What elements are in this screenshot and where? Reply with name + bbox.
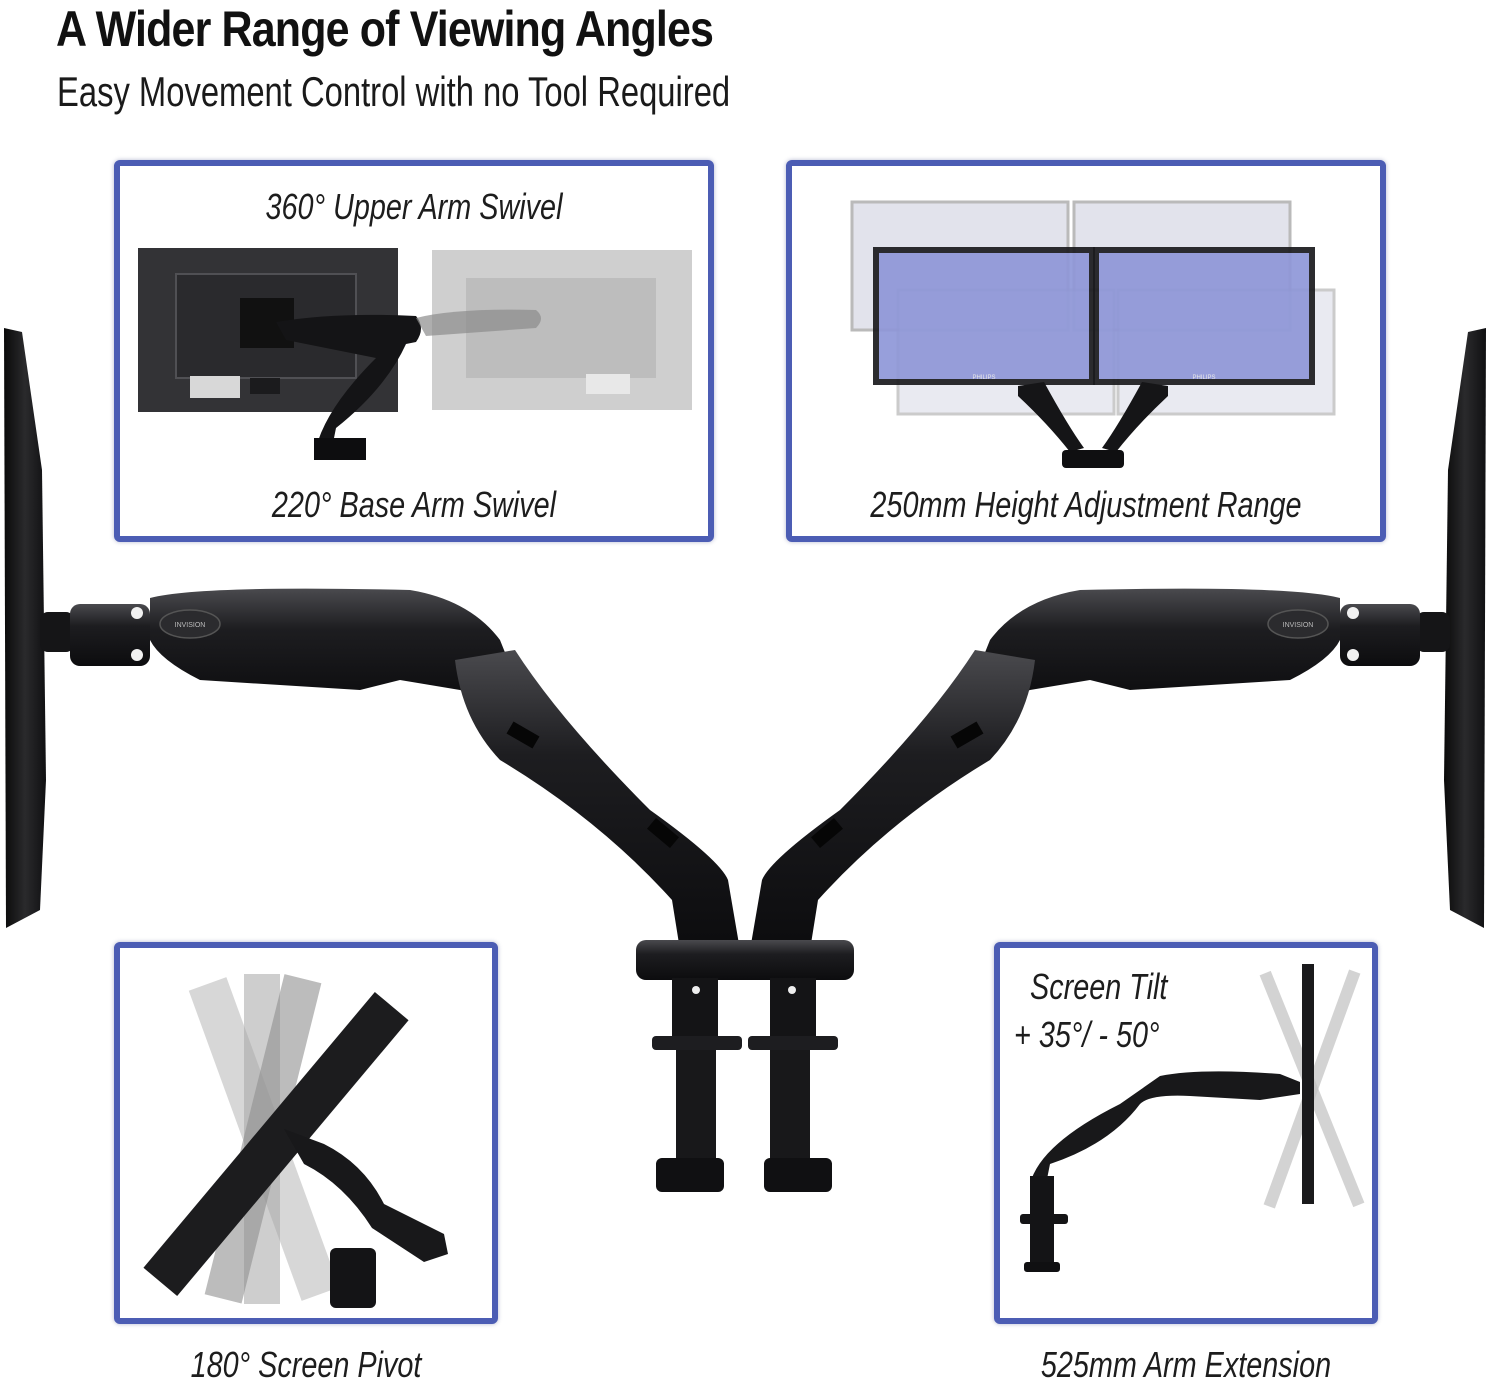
left-monitor-edge	[4, 328, 46, 928]
upper-arm-swivel-caption: 360° Upper Arm Swivel	[265, 186, 563, 227]
base-arm-swivel-caption: 220° Base Arm Swivel	[271, 484, 557, 525]
screen-pivot-caption: 180° Screen Pivot	[190, 1344, 422, 1385]
left-vesa-joint	[40, 604, 150, 666]
screen-tilt-caption: Screen Tilt	[1030, 966, 1168, 1007]
left-forearm	[455, 650, 740, 950]
page-title: A Wider Range of Viewing Angles	[56, 1, 714, 57]
swivel-panel: 360° Upper Arm Swivel 220° Base Arm Swiv…	[114, 160, 714, 542]
left-monitor-logo: PHILIPS	[972, 375, 995, 381]
height-panel: PHILIPS PHILIPS 250mm Height Adjustment …	[786, 160, 1386, 542]
pivot-panel	[114, 942, 498, 1324]
right-arm-logo: INVISION	[1283, 622, 1314, 629]
right-vesa-joint	[1340, 604, 1450, 666]
page-subtitle: Easy Movement Control with no Tool Requi…	[57, 68, 731, 115]
left-arm-logo-badge	[159, 609, 221, 639]
left-arm-logo: INVISION	[175, 622, 206, 629]
tilt-range-caption: + 35°/ - 50°	[1014, 1014, 1160, 1055]
height-illustration: PHILIPS PHILIPS	[850, 200, 1336, 468]
tilt-panel: Screen Tilt + 35°/ - 50°	[994, 942, 1378, 1324]
pivot-illustration	[143, 974, 448, 1308]
center-clamp-base	[636, 940, 854, 1192]
left-upper-arm	[150, 588, 520, 705]
right-forearm	[750, 650, 1035, 950]
arm-extension-caption: 525mm Arm Extension	[1040, 1344, 1332, 1385]
right-monitor-edge	[1444, 328, 1486, 928]
swivel-illustration	[138, 248, 692, 460]
right-monitor-logo: PHILIPS	[1192, 375, 1215, 381]
right-arm-logo-badge	[1267, 609, 1329, 639]
height-adjustment-caption: 250mm Height Adjustment Range	[870, 484, 1302, 525]
right-upper-arm	[970, 588, 1340, 705]
tilt-illustration	[1020, 964, 1365, 1272]
